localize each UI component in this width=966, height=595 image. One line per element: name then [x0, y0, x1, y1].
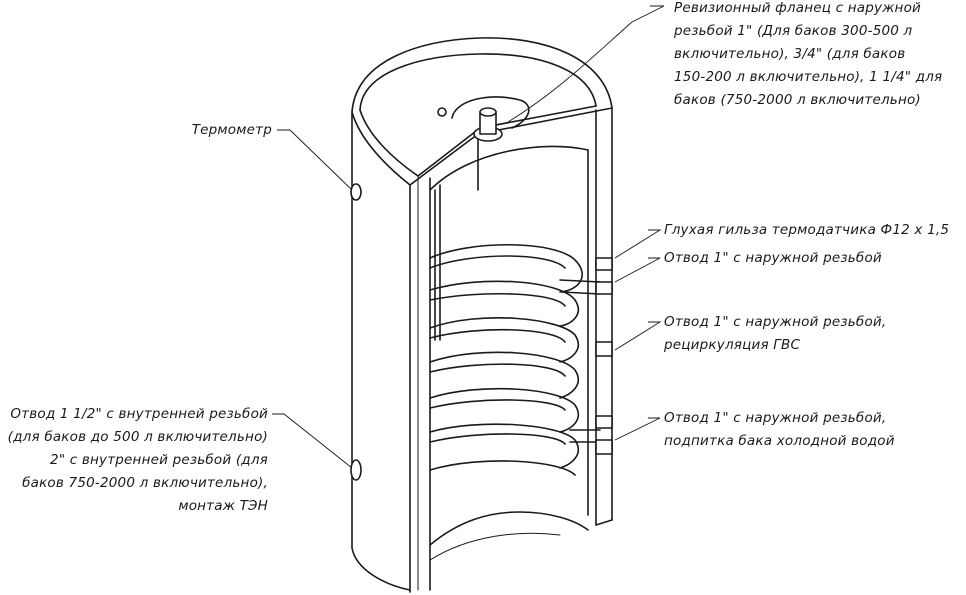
outlet-label: Отвод 1" с наружной резьбой	[664, 250, 882, 266]
outlet-recirc-label-line-2: рециркуляция ГВС	[663, 337, 800, 353]
tank-body	[351, 37, 613, 593]
sensor-sleeve-label: Глухая гильза термодатчика Ф12 х 1,5	[664, 222, 949, 238]
revision-flange	[437, 96, 530, 142]
heat-exchanger-coil	[429, 243, 601, 476]
thermometer-fitting	[350, 183, 362, 201]
heater-outlet-label-line-4: баков 750-2000 л включительно),	[22, 475, 268, 491]
heater-outlet-label-line-5: монтаж ТЭН	[178, 498, 268, 514]
flange-label-line-1: Ревизионный фланец с наружной	[674, 0, 921, 16]
flange-label-line-5: баков (750-2000 л включительно)	[674, 92, 921, 108]
flange-label-line-3: включительно), 3/4" (для баков	[674, 46, 905, 62]
heater-outlet-label-line-3: 2" с внутренней резьбой (для	[50, 452, 268, 468]
heater-fitting	[350, 459, 362, 481]
thermometer-label: Термометр	[192, 122, 272, 138]
leader-lines	[272, 5, 665, 469]
side-fittings	[595, 257, 613, 455]
outlet-recirc-label-line-1: Отвод 1" с наружной резьбой,	[664, 314, 886, 330]
outlet-cold-label-line-2: подпитка бака холодной водой	[664, 433, 895, 449]
heater-outlet-label-line-1: Отвод 1 1/2" с внутренней резьбой	[10, 406, 268, 422]
outlet-cold-label-line-1: Отвод 1" с наружной резьбой,	[664, 410, 886, 426]
flange-label-line-2: резьбой 1" (Для баков 300-500 л	[673, 23, 913, 39]
heater-outlet-label-line-2: (для баков до 500 л включительно)	[8, 429, 268, 445]
flange-label-line-4: 150-200 л включительно), 1 1/4" для	[674, 69, 942, 85]
